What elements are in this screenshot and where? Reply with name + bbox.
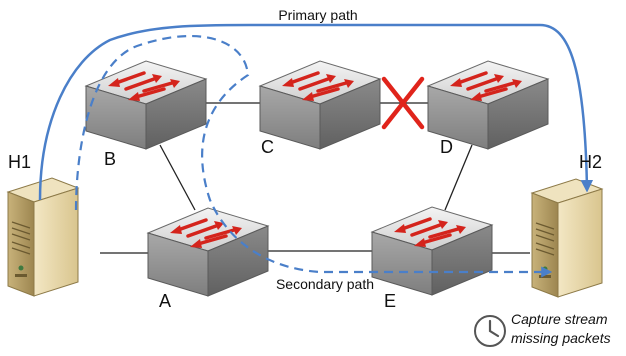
- switch-a-label: A: [159, 291, 171, 311]
- switch-e-label: E: [384, 291, 396, 311]
- switch-d-label: D: [440, 137, 453, 157]
- server-h1: [7, 177, 79, 297]
- secondary-path-line: [74, 34, 553, 278]
- primary-path-label: Primary path: [278, 7, 357, 23]
- x-mark-icon: [381, 76, 425, 130]
- switch-a: [146, 206, 270, 298]
- link-d-e: [444, 144, 473, 211]
- switch-c-label: C: [261, 137, 274, 157]
- caption-line-2: missing packets: [511, 330, 611, 346]
- link-b-a: [159, 144, 196, 211]
- switch-c: [258, 59, 382, 151]
- host1-label: H1: [8, 152, 31, 172]
- caption-line-1: Capture stream: [511, 311, 608, 327]
- host2-label: H2: [579, 152, 602, 172]
- primary-path-line: [38, 23, 594, 201]
- clock-icon: [474, 315, 506, 347]
- network-links: [100, 102, 530, 254]
- switch-d: [426, 59, 550, 151]
- switch-b-label: B: [104, 149, 116, 169]
- switch-e: [370, 205, 494, 297]
- secondary-path-label: Secondary path: [276, 276, 374, 292]
- server-h2: [531, 178, 603, 298]
